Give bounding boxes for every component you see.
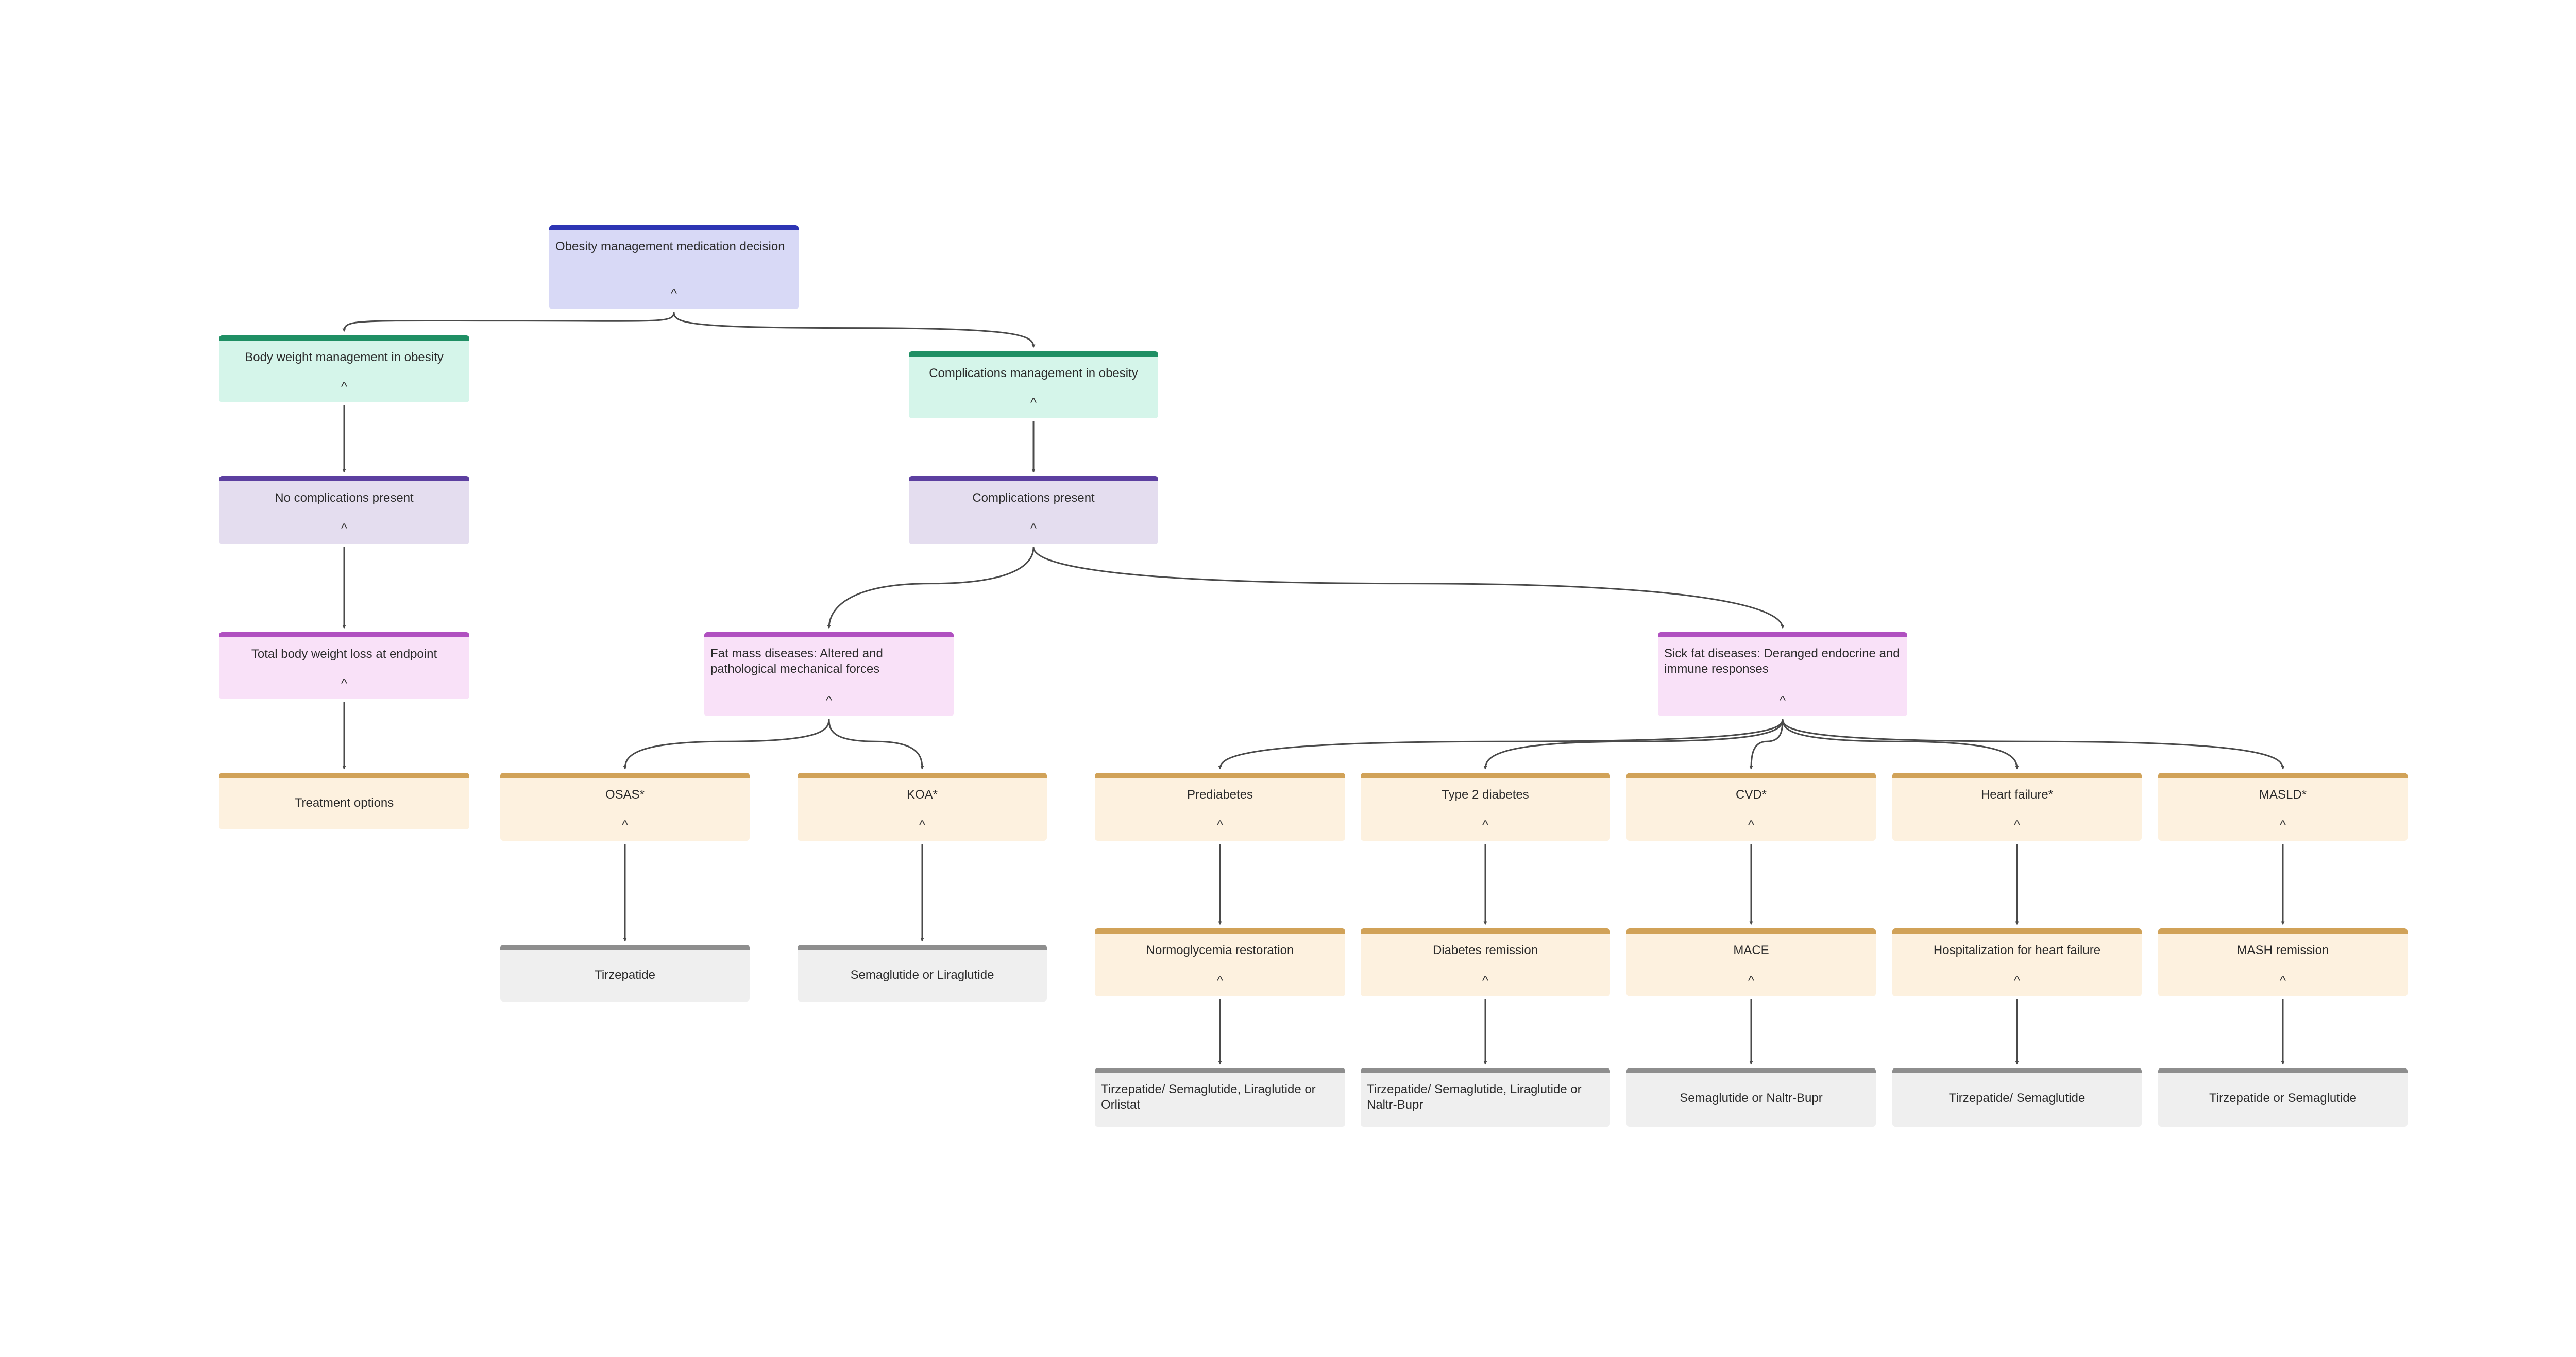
node-complications-present[interactable]: Complications present ^: [909, 476, 1158, 544]
node-semaglutide-or-liraglutide[interactable]: Semaglutide or Liraglutide: [798, 945, 1047, 1002]
node-label: Type 2 diabetes: [1442, 788, 1529, 802]
node-tirzepatide[interactable]: Tirzepatide: [500, 945, 750, 1002]
collapse-chevron-icon[interactable]: ^: [341, 675, 348, 691]
collapse-chevron-icon[interactable]: ^: [2013, 817, 2021, 833]
node-treatment-mash[interactable]: Tirzepatide or Semaglutide: [2158, 1068, 2408, 1127]
collapse-chevron-icon[interactable]: ^: [1030, 395, 1037, 410]
collapse-chevron-icon[interactable]: ^: [341, 379, 348, 394]
node-normoglycemia-restoration[interactable]: Normoglycemia restoration ^: [1095, 928, 1345, 996]
node-treatment-mace[interactable]: Semaglutide or Naltr-Bupr: [1626, 1068, 1876, 1127]
node-label: Body weight management in obesity: [245, 350, 444, 364]
node-label: Diabetes remission: [1432, 943, 1538, 957]
node-label: Tirzepatide/ Semaglutide, Liraglutide or…: [1101, 1082, 1316, 1112]
collapse-chevron-icon[interactable]: ^: [2013, 973, 2021, 988]
node-total-weight-loss[interactable]: Total body weight loss at endpoint ^: [219, 632, 469, 699]
connector-root-to-complications_mgmt: [673, 312, 1036, 348]
node-label: Treatment options: [294, 796, 394, 810]
node-label: MASH remission: [2236, 943, 2329, 957]
node-masld[interactable]: MASLD* ^: [2158, 773, 2408, 841]
node-mace[interactable]: MACE ^: [1626, 928, 1876, 996]
node-type-2-diabetes[interactable]: Type 2 diabetes ^: [1361, 773, 1610, 841]
collapse-chevron-icon[interactable]: ^: [1748, 817, 1755, 833]
node-label: Complications present: [972, 491, 1095, 505]
collapse-chevron-icon[interactable]: ^: [1216, 973, 1224, 988]
connector-sick_fat-to-prediabetes: [1218, 719, 1784, 770]
connector-root-to-body_weight: [342, 312, 675, 332]
node-label: CVD*: [1735, 788, 1767, 802]
node-diabetes-remission[interactable]: Diabetes remission ^: [1361, 928, 1610, 996]
node-mash-remission[interactable]: MASH remission ^: [2158, 928, 2408, 996]
node-treatment-type-2-diabetes[interactable]: Tirzepatide/ Semaglutide, Liraglutide or…: [1361, 1068, 1610, 1127]
node-hospitalization-heart-failure[interactable]: Hospitalization for heart failure ^: [1892, 928, 2142, 996]
node-fat-mass-diseases[interactable]: Fat mass diseases: Altered and pathologi…: [704, 632, 954, 716]
node-label: Normoglycemia restoration: [1146, 943, 1294, 957]
collapse-chevron-icon[interactable]: ^: [1482, 973, 1489, 988]
node-label: Prediabetes: [1187, 788, 1253, 802]
collapse-chevron-icon[interactable]: ^: [341, 520, 348, 536]
node-label: Fat mass diseases: Altered and pathologi…: [710, 647, 883, 676]
node-label: Tirzepatide: [595, 968, 655, 982]
collapse-chevron-icon[interactable]: ^: [919, 817, 926, 833]
node-label: Hospitalization for heart failure: [1933, 943, 2101, 957]
node-body-weight-management[interactable]: Body weight management in obesity ^: [219, 335, 469, 402]
collapse-chevron-icon[interactable]: ^: [1779, 692, 1786, 708]
node-treatment-prediabetes[interactable]: Tirzepatide/ Semaglutide, Liraglutide or…: [1095, 1068, 1345, 1127]
node-label: Obesity management medication decision: [555, 240, 785, 253]
connector-fat_mass-to-koa: [828, 719, 924, 770]
connector-complications_present-to-sick_fat: [1032, 547, 1785, 629]
node-cvd[interactable]: CVD* ^: [1626, 773, 1876, 841]
node-prediabetes[interactable]: Prediabetes ^: [1095, 773, 1345, 841]
node-treatment-options[interactable]: Treatment options: [219, 773, 469, 829]
node-label: Sick fat diseases: Deranged endocrine an…: [1664, 647, 1900, 676]
node-label: No complications present: [275, 491, 414, 505]
collapse-chevron-icon[interactable]: ^: [1748, 973, 1755, 988]
collapse-chevron-icon[interactable]: ^: [670, 285, 677, 301]
connector-fat_mass-to-osas: [623, 719, 830, 770]
node-complications-management[interactable]: Complications management in obesity ^: [909, 351, 1158, 418]
connector-sick_fat-to-cvd: [1749, 719, 1784, 770]
node-label: KOA*: [906, 788, 938, 802]
node-label: Semaglutide or Naltr-Bupr: [1680, 1091, 1823, 1105]
connector-sick_fat-to-masld: [1782, 719, 2285, 770]
node-label: OSAS*: [605, 788, 645, 802]
node-label: MACE: [1733, 943, 1769, 957]
node-label: Semaglutide or Liraglutide: [850, 968, 994, 982]
collapse-chevron-icon[interactable]: ^: [1030, 520, 1037, 536]
node-heart-failure[interactable]: Heart failure* ^: [1892, 773, 2142, 841]
connector-sick_fat-to-heart_failure: [1782, 719, 2019, 770]
node-label: Tirzepatide or Semaglutide: [2209, 1091, 2357, 1105]
node-root[interactable]: Obesity management medication decision ^: [549, 225, 799, 309]
node-label: Tirzepatide/ Semaglutide: [1948, 1091, 2086, 1105]
node-label: MASLD*: [2259, 788, 2307, 802]
collapse-chevron-icon[interactable]: ^: [621, 817, 629, 833]
collapse-chevron-icon[interactable]: ^: [2279, 973, 2286, 988]
node-sick-fat-diseases[interactable]: Sick fat diseases: Deranged endocrine an…: [1658, 632, 1907, 716]
collapse-chevron-icon[interactable]: ^: [1216, 817, 1224, 833]
collapse-chevron-icon[interactable]: ^: [2279, 817, 2286, 833]
node-label: Complications management in obesity: [929, 366, 1138, 380]
node-osas[interactable]: OSAS* ^: [500, 773, 750, 841]
node-no-complications[interactable]: No complications present ^: [219, 476, 469, 544]
collapse-chevron-icon[interactable]: ^: [825, 692, 833, 708]
node-label: Tirzepatide/ Semaglutide, Liraglutide or…: [1367, 1082, 1582, 1112]
node-koa[interactable]: KOA* ^: [798, 773, 1047, 841]
node-label: Heart failure*: [1980, 788, 2054, 802]
connector-sick_fat-to-t2d: [1483, 719, 1784, 770]
node-label: Total body weight loss at endpoint: [251, 647, 437, 661]
node-treatment-heart-failure[interactable]: Tirzepatide/ Semaglutide: [1892, 1068, 2142, 1127]
connector-complications_present-to-fat_mass: [827, 547, 1035, 629]
collapse-chevron-icon[interactable]: ^: [1482, 817, 1489, 833]
